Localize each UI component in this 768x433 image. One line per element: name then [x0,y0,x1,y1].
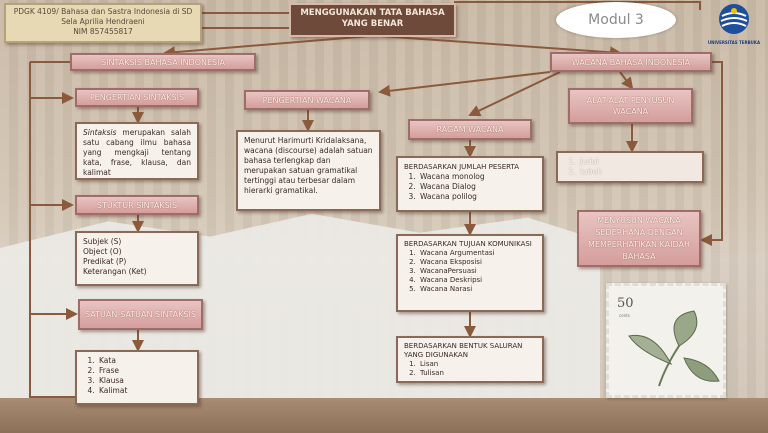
satuan-sintaksis-header: SATUAN-SATUAN SINTAKSIS [78,299,203,330]
menyusun-wacana-header: MENYUSUN WACANA SEDERHANA DENGAN MEMPERH… [577,210,701,267]
modul-badge: Modul 3 [556,2,676,38]
list-item: Kata [97,356,191,366]
sintaksis-definition: merupakan salah satu cabang ilmu bahasa … [83,128,191,177]
alat-penyusun-header: ALAT-ALAT PENYUSUN WACANA [568,88,693,124]
saluran-title: BERDASARKAN BENTUK SALURAN YANG DIGUNAKA… [404,342,523,359]
logo-text: UNIVERSITAS TERBUKA [707,40,761,45]
satuan-sintaksis-list: Kata Frase Klausa Kalimat [75,350,199,405]
tujuan-komunikasi-title: BERDASARKAN TUJUAN KOMUNIKASI [404,240,532,248]
list-item: Subjek (S) [83,237,122,246]
pengertian-wacana-header: PENGERTIAN WACANA [244,90,370,110]
ragam-wacana-header: RAGAM WACANA [408,119,532,140]
list-item: Wacana Narasi [418,285,536,294]
list-item: Object (O) [83,247,122,256]
pengertian-sintaksis-header: PENGERTIAN SINTAKSIS [75,88,199,107]
course-line: PDGK 4109/ Bahasa dan Sastra Indonesia d… [13,7,193,16]
list-item: Tulisan [418,369,536,378]
jumlah-peserta-title: BERDASARKAN JUMLAH PESERTA [404,163,520,171]
list-item: Wacana Eksposisi [418,258,536,267]
pengertian-wacana-text: Menurut Harimurti Kridalaksana, wacana (… [236,130,381,211]
alat-penyusun-list: Judul tubuh [556,151,704,183]
stamp-number: 50 [617,296,634,311]
struktur-sintaksis-header: STUKTUR SINTAKSIS [75,195,199,215]
page-title: MENGGUNAKAN TATA BAHASA YANG BENAR [289,3,456,37]
sintaksis-header: SINTAKSIS BAHASA INDONESIA [70,53,256,71]
sintaksis-term: Sintaksis [83,128,117,137]
list-item: Wacana Deskripsi [418,276,536,285]
author-name: Sela Aprilia Hendraeni [61,17,145,26]
list-item: Wacana polilog [418,192,536,202]
saluran-box: BERDASARKAN BENTUK SALURAN YANG DIGUNAKA… [396,336,544,383]
list-item: Wacana Argumentasi [418,249,536,258]
list-item: Frase [97,366,191,376]
list-item: Kalimat [97,386,191,396]
list-item: Klausa [97,376,191,386]
list-item: Wacana monolog [418,172,536,182]
leaf-icon [628,310,720,387]
stamp-decoration: 50 cents [606,283,726,398]
list-item: Lisan [418,360,536,369]
struktur-sintaksis-list: Subjek (S) Object (O) Predikat (P) Keter… [75,231,199,286]
globe-logo-icon [719,4,749,34]
stamp-sub: cents [619,313,630,318]
author-nim: NIM 857455817 [73,27,133,36]
list-item: WacanaPersuasi [418,267,536,276]
pengertian-sintaksis-text: Sintaksis merupakan salah satu cabang il… [75,122,199,180]
list-item: tubuh [578,167,696,177]
wacana-header: WACANA BAHASA INDONESIA [550,52,712,72]
list-item: Wacana Dialog [418,182,536,192]
university-logo: UNIVERSITAS TERBUKA [704,2,764,52]
list-item: Judul [578,157,696,167]
jumlah-peserta-box: BERDASARKAN JUMLAH PESERTA Wacana monolo… [396,156,544,212]
list-item: Keterangan (Ket) [83,267,147,276]
author-box: PDGK 4109/ Bahasa dan Sastra Indonesia d… [4,3,202,43]
tujuan-komunikasi-box: BERDASARKAN TUJUAN KOMUNIKASI Wacana Arg… [396,234,544,312]
list-item: Predikat (P) [83,257,127,266]
